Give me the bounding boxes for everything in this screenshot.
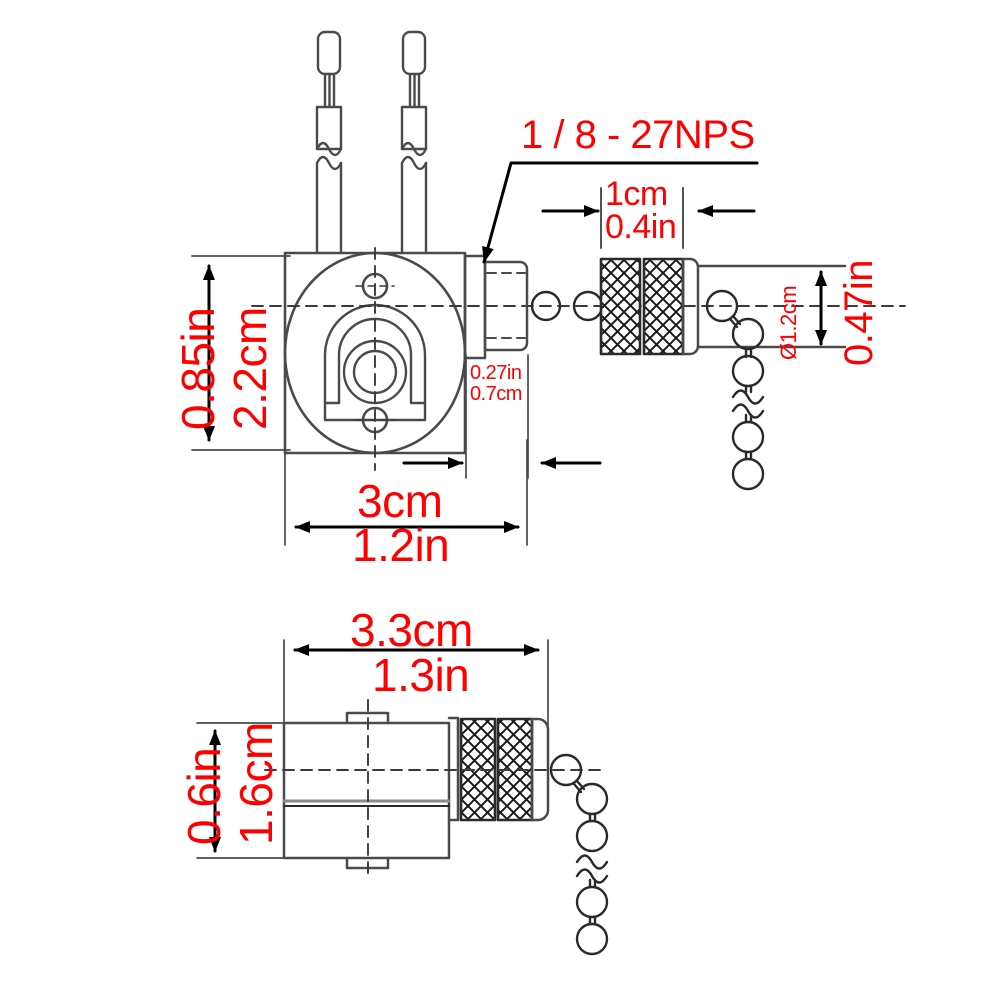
diameter-in-label: 0.47in [837, 260, 881, 366]
switch-barrel-front [681, 257, 847, 356]
dim-depth-ext-lines [196, 722, 291, 859]
dim-length-ext-lines [283, 639, 549, 726]
width-cm-label: 3cm [357, 475, 443, 527]
bead-chain-side [549, 753, 609, 956]
switch-side-collar [447, 716, 460, 822]
switch-side-body [282, 711, 451, 870]
height-cm-label: 2.2cm [224, 307, 276, 430]
depth-cm-label: 1.6cm [230, 722, 282, 845]
width-in-label: 1.2in [352, 519, 450, 571]
diameter-cm-label: Ø1.2cm [776, 285, 801, 360]
wire-left [315, 30, 343, 255]
dim-width-ext-lines [284, 439, 528, 546]
knurled-nut-2 [642, 257, 685, 356]
nut-width-cm-label: 1cm [605, 175, 668, 213]
bead-chain-front [705, 289, 765, 491]
thread-minor-diameter-lines [486, 272, 526, 339]
threaded-bushing [463, 254, 529, 360]
wire-right [400, 30, 428, 255]
height-in-label: 0.85in [172, 307, 224, 430]
length-cm-label: 3.3cm [350, 604, 473, 656]
depth-in-label: 0.6in [178, 747, 230, 845]
knurled-nut-1 [599, 257, 642, 356]
dim-plate-thickness-ext-lines [465, 354, 529, 479]
nut-width-in-label: 0.4in [605, 208, 677, 246]
centerlines-front [251, 247, 906, 471]
dim-nut-width-ext-lines [600, 187, 684, 249]
dim-height-ext-lines [191, 255, 291, 451]
switch-front-body [283, 251, 467, 455]
thread-spec-label: 1 / 8 - 27NPS [521, 113, 755, 157]
plate-thickness-in-label: 0.27in [470, 362, 522, 384]
plate-thickness-cm-label: 0.7cm [470, 383, 522, 405]
length-in-label: 1.3in [372, 649, 470, 701]
centerlines-side [264, 699, 601, 881]
switch-barrel-side [530, 717, 550, 822]
centerline-ticks-front [355, 285, 395, 421]
thread-spec-leader [482, 161, 759, 264]
